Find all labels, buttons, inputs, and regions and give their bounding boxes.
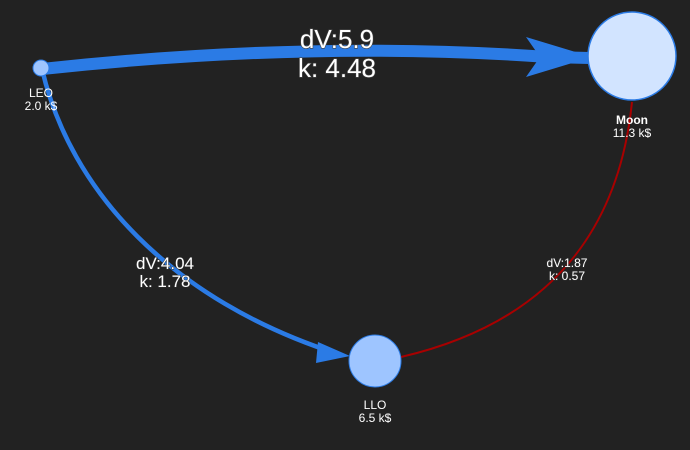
node-moon[interactable]: Moon 11.3 k$ — [587, 11, 677, 140]
node-leo-cost: 2.0 k$ — [25, 99, 58, 113]
node-moon-circle[interactable] — [587, 11, 677, 101]
edge-leo-llo-path — [39, 66, 341, 357]
edge-leo-moon-dv-label: dV:5.9 — [300, 24, 374, 54]
node-llo[interactable]: LLO 6.5 k$ — [348, 334, 402, 425]
edge-leo-llo-k-label: k: 1.78 — [139, 272, 190, 291]
node-moon-cost: 11.3 k$ — [613, 126, 652, 140]
edge-leo-moon — [36, 37, 596, 77]
node-leo-name: LEO — [29, 86, 53, 100]
node-llo-name: LLO — [364, 398, 387, 412]
node-llo-circle[interactable] — [348, 334, 402, 388]
edge-leo-moon-path — [36, 44, 596, 75]
edge-label-llo-moon: dV:1.87 k: 0.57 — [546, 256, 588, 284]
edge-leo-moon-k-label: k: 4.48 — [298, 53, 376, 83]
edge-llo-moon-path — [400, 101, 633, 358]
node-leo-circle[interactable] — [32, 59, 50, 77]
edge-label-leo-llo: dV:4.04 k: 1.78 — [136, 254, 195, 292]
edge-label-leo-moon: dV:5.9 k: 4.48 — [297, 23, 376, 83]
edge-llo-moon — [400, 101, 633, 358]
edge-leo-llo-arrowhead — [316, 342, 350, 363]
edge-llo-moon-dv-label: dV:1.87 — [547, 256, 588, 270]
node-moon-name: Moon — [616, 113, 648, 127]
node-leo[interactable]: LEO 2.0 k$ — [25, 59, 58, 113]
edge-llo-moon-k-label: k: 0.57 — [549, 269, 585, 283]
edge-leo-moon-arrowhead — [526, 37, 592, 77]
node-llo-cost: 6.5 k$ — [359, 411, 392, 425]
edge-leo-llo — [39, 66, 350, 363]
edge-leo-llo-dv-label: dV:4.04 — [136, 254, 194, 273]
